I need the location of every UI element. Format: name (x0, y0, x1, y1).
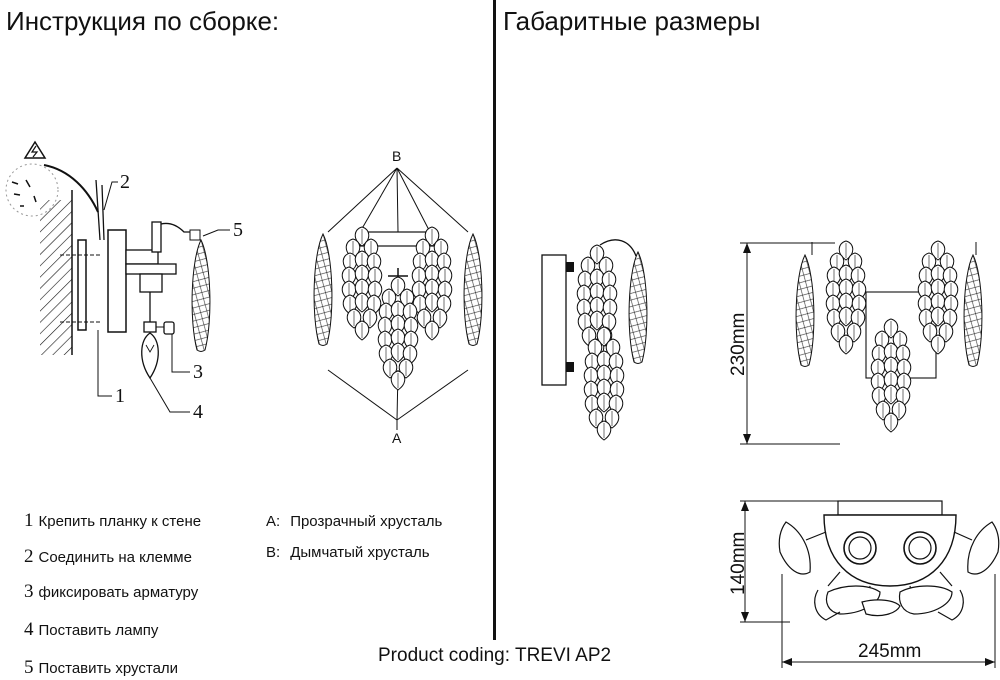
candle-bulb (141, 332, 159, 380)
step-text: Крепить планку к стене (38, 513, 202, 530)
top-crystal-5 (861, 599, 901, 617)
section-divider (493, 0, 496, 640)
height-dimension: 230mm (728, 313, 749, 376)
leaf-bunch-right (412, 227, 452, 340)
top-crystal-4 (898, 585, 953, 615)
legend-text: Прозрачный хрусталь (290, 513, 443, 530)
step-text: фиксировать арматуру (38, 584, 199, 601)
step-text: Поставить лампу (38, 622, 159, 639)
leaf-bunch-center (378, 277, 418, 390)
callout-3: 3 (193, 361, 203, 383)
side-canopy (541, 254, 567, 386)
top-crystal-1 (778, 521, 811, 575)
callout-2: 2 (120, 171, 130, 193)
step-number: 4 (24, 619, 34, 640)
step-text: Поставить хрустали (38, 660, 179, 677)
step-number: 2 (24, 546, 34, 567)
side-leaf-bunch-lower (584, 327, 624, 440)
legend-key: B: (266, 544, 281, 561)
dimension-front-view: 230mm (728, 241, 983, 445)
front-side-crystal-left (313, 233, 333, 346)
wall-hatching (40, 200, 72, 355)
callout-4: 4 (193, 401, 203, 423)
top-wall-plate (837, 500, 943, 516)
fixture-arm (125, 263, 177, 275)
callout-5: 5 (233, 219, 243, 241)
width-dimension: 245mm (858, 641, 921, 662)
legend-item-b: B: Дымчатый хрусталь (266, 544, 430, 561)
side-crystal (628, 251, 648, 364)
hanging-crystal (191, 239, 211, 352)
front-side-crystal-right (463, 233, 483, 346)
lamp-holder-block (139, 273, 163, 293)
top-crystal-2 (967, 521, 1000, 575)
warning-icon (23, 140, 47, 159)
assembly-instructions-heading: Инструкция по сборке: (6, 6, 280, 36)
supply-cable (43, 164, 99, 213)
fixing-nut (163, 321, 175, 335)
dimension-top-view: 140mm 245mm (728, 500, 1000, 668)
assembly-side-view: 2 5 1 3 4 (5, 140, 243, 423)
assembly-front-view: B A (313, 148, 483, 446)
product-coding: Product coding: TREVI AP2 (378, 645, 612, 666)
step-number: 5 (24, 657, 34, 678)
marker-b-label: B (392, 148, 401, 164)
front-leaf-bunch-center (871, 319, 911, 432)
legend-key: A: (266, 513, 281, 530)
legend-item-a: A: Прозрачный хрусталь (266, 513, 442, 530)
leaf-bunch-left (342, 227, 382, 340)
step-number: 1 (24, 510, 34, 531)
depth-dimension: 140mm (728, 532, 749, 595)
dimensions-heading: Габаритные размеры (503, 6, 761, 36)
front-side-crystal-left-dim (795, 254, 815, 367)
dimension-side-view (541, 239, 648, 440)
lamp-socket (143, 321, 157, 333)
front-leaf-bunch-left (826, 241, 866, 354)
legend-text: Дымчатый хрусталь (290, 544, 430, 561)
step-number: 3 (24, 581, 34, 602)
callout-1: 1 (115, 385, 125, 407)
front-side-crystal-right-dim (963, 254, 983, 367)
step-text: Соединить на клемме (38, 549, 192, 566)
mounting-plate (77, 239, 87, 331)
marker-a-label: A (392, 430, 402, 446)
wall-canopy (107, 229, 127, 333)
